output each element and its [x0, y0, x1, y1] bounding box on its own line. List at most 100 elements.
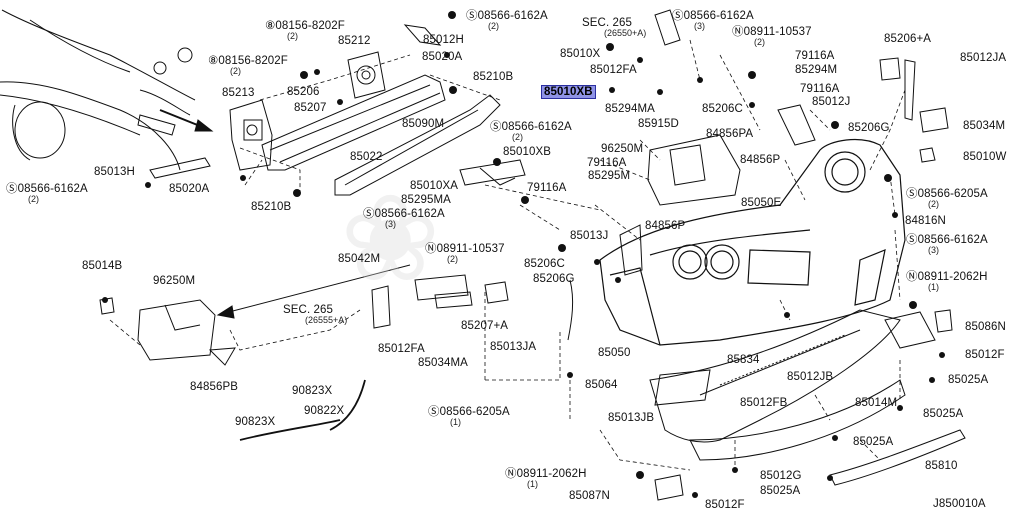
- part-label-85206+a: 85206+A: [884, 33, 932, 45]
- part-quantity-note: (2): [447, 254, 458, 264]
- part-label-85210b: 85210B: [251, 201, 292, 213]
- part-label-081568202f: ⑧08156-8202F: [208, 55, 288, 67]
- part-label-85020a: 85020A: [422, 51, 463, 63]
- part-label-85090m: 85090M: [402, 118, 445, 130]
- part-label-85014b: 85014B: [82, 260, 123, 272]
- part-label-j850010a: J850010A: [933, 498, 986, 510]
- part-label-85087n: 85087N: [569, 490, 610, 502]
- part-label-85034ma: 85034MA: [418, 357, 468, 369]
- part-label-85212: 85212: [338, 35, 371, 47]
- part-quantity-note: (2): [488, 21, 499, 31]
- part-label-85012jb: 85012JB: [787, 371, 834, 383]
- part-label-85014m: 85014M: [855, 397, 898, 409]
- part-label-85206g: 85206G: [533, 273, 575, 285]
- part-label-85206c: 85206C: [524, 258, 565, 270]
- part-label-085666162a: Ⓢ08566-6162A: [906, 234, 988, 246]
- part-label-85834: 85834: [727, 354, 760, 366]
- part-label-85034m: 85034M: [963, 120, 1006, 132]
- part-label-85915d: 85915D: [638, 118, 679, 130]
- part-label-85213: 85213: [222, 87, 255, 99]
- part-label-85012ja: 85012JA: [960, 52, 1007, 64]
- part-quantity-note: (26555+A): [305, 315, 348, 325]
- part-label-79116a: 79116A: [587, 157, 627, 169]
- part-label-84816n: 84816N: [905, 215, 946, 227]
- part-label-79116a: 79116A: [795, 50, 835, 62]
- part-quantity-note: (3): [385, 219, 396, 229]
- part-quantity-note: (1): [928, 282, 939, 292]
- part-label-85020a: 85020A: [169, 183, 210, 195]
- part-label-79116a: 79116A: [527, 182, 567, 194]
- part-label-0891110537: Ⓝ08911-10537: [425, 243, 505, 255]
- watermark-emblem: ❀: [340, 170, 441, 309]
- part-label-85010xb: 85010XB: [503, 146, 552, 158]
- part-label-085666162a: Ⓢ08566-6162A: [363, 208, 445, 220]
- part-label-85207: 85207: [294, 102, 327, 114]
- car-rear-silhouette: [0, 9, 196, 171]
- diffuser-85834-shape: [649, 309, 901, 443]
- part-label-85010x: 85010X: [560, 48, 601, 60]
- part-label-85210b: 85210B: [473, 71, 514, 83]
- part-label-85013jb: 85013JB: [608, 412, 655, 424]
- part-label-85010xa: 85010XA: [410, 180, 459, 192]
- part-label-085666162a: Ⓢ08566-6162A: [490, 121, 572, 133]
- part-label-089112062h: Ⓝ08911-2062H: [906, 271, 988, 283]
- part-quantity-note: (2): [754, 37, 765, 47]
- bracket-85212-shape: [347, 51, 386, 99]
- part-quantity-note: (2): [512, 132, 523, 142]
- part-label-081568202f: ⑧08156-8202F: [265, 20, 345, 32]
- part-label-085666205a: Ⓢ08566-6205A: [428, 406, 510, 418]
- absorber-85090m-shape: [334, 94, 501, 196]
- part-label-84856pa: 84856PA: [706, 128, 754, 140]
- part-label-96250m: 96250M: [601, 143, 644, 155]
- part-label-85206c: 85206C: [702, 103, 743, 115]
- part-label-sec265: SEC. 265: [283, 304, 334, 316]
- part-label-85042m: 85042M: [338, 253, 381, 265]
- part-label-85025a: 85025A: [760, 485, 801, 497]
- part-label-089112062h: Ⓝ08911-2062H: [505, 468, 587, 480]
- part-label-79116a: 79116A: [800, 83, 840, 95]
- part-quantity-note: (2): [230, 66, 241, 76]
- reinforcement-85022-shape: [261, 74, 446, 171]
- bracket-85213-shape: [229, 99, 273, 171]
- part-label-085666162a: Ⓢ08566-6162A: [466, 10, 548, 22]
- part-label-85206: 85206: [287, 86, 320, 98]
- part-quantity-note: (1): [450, 417, 461, 427]
- part-quantity-note: (1): [527, 479, 538, 489]
- part-label-085666162a: Ⓢ08566-6162A: [6, 183, 88, 195]
- part-label-84856pb: 84856PB: [190, 381, 239, 393]
- part-label-085666162a: Ⓢ08566-6162A: [672, 10, 754, 22]
- part-label-85012fa: 85012FA: [378, 343, 425, 355]
- part-quantity-note: (2): [928, 199, 939, 209]
- part-label-84856p: 84856P: [645, 220, 686, 232]
- part-label-85050e: 85050E: [741, 197, 782, 209]
- part-label-85294ma: 85294MA: [605, 103, 655, 115]
- bumper-fascia-85050-shape: [599, 139, 906, 346]
- part-label-85012g: 85012G: [760, 470, 802, 482]
- part-label-90822x: 90822X: [304, 405, 345, 417]
- part-label-85086n: 85086N: [965, 321, 1006, 333]
- part-label-0891110537: Ⓝ08911-10537: [732, 26, 812, 38]
- part-label-96250m: 96250M: [153, 275, 196, 287]
- part-label-85012f: 85012F: [965, 349, 1005, 361]
- part-label-85295ma: 85295MA: [401, 194, 451, 206]
- part-label-85050: 85050: [598, 347, 631, 359]
- part-label-84856p: 84856P: [740, 154, 781, 166]
- part-label-85012fa: 85012FA: [590, 64, 637, 76]
- part-quantity-note: (2): [287, 31, 298, 41]
- part-label-85064: 85064: [585, 379, 618, 391]
- part-label-90823x: 90823X: [235, 416, 276, 428]
- part-label-85013h: 85013H: [94, 166, 135, 178]
- part-quantity-note: (2): [28, 194, 39, 204]
- part-label-85012f: 85012F: [705, 499, 745, 510]
- part-label-85012h: 85012H: [423, 34, 464, 46]
- fastener-markers: [102, 11, 945, 498]
- part-label-85295m: 85295M: [588, 170, 631, 182]
- part-label-85025a: 85025A: [923, 408, 964, 420]
- part-label-85010w: 85010W: [963, 151, 1007, 163]
- part-label-85013j: 85013J: [570, 230, 609, 242]
- part-quantity-note: (3): [928, 245, 939, 255]
- part-label-90823x: 90823X: [292, 385, 333, 397]
- part-label-85010xb[interactable]: 85010XB: [541, 85, 596, 99]
- part-label-85025a: 85025A: [853, 436, 894, 448]
